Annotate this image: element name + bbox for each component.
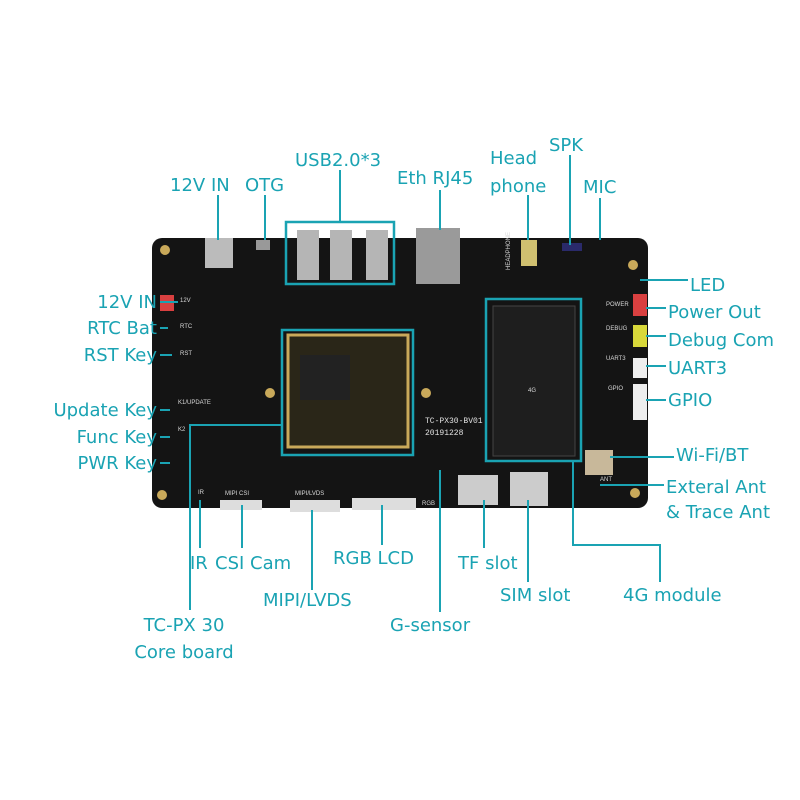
label-pwr-key: PWR Key — [77, 453, 157, 474]
label-rtc-bat: RTC Bat — [87, 318, 157, 339]
silk-ir: IR — [198, 490, 205, 496]
usb-ports — [297, 230, 388, 280]
label-12v-in-top: 12V IN — [170, 175, 230, 196]
label-core2: Core board — [134, 642, 233, 663]
silk-date: 20191228 — [425, 429, 464, 438]
silk-mipi-csi: MIPI CSI — [225, 491, 249, 497]
label-sim-slot: SIM slot — [500, 585, 570, 606]
label-usb: USB2.0*3 — [295, 150, 381, 171]
leader-lines — [160, 155, 688, 612]
rj45-jack — [416, 228, 460, 284]
label-spk: SPK — [549, 135, 584, 156]
label-gsensor: G-sensor — [390, 615, 471, 636]
silk-model: TC-PX30-BV01 — [425, 417, 483, 426]
soc-chip — [300, 355, 350, 400]
lvds-connector — [290, 500, 340, 512]
label-rst-key: RST Key — [84, 345, 158, 366]
silk-uart3: UART3 — [606, 356, 626, 362]
dc-jack — [205, 238, 233, 268]
label-wifi-bt: Wi-Fi/BT — [676, 445, 749, 466]
silk-gpio: GPIO — [608, 386, 623, 392]
silk-k2: K2 — [178, 427, 186, 433]
callout-labels: 12V IN OTG USB2.0*3 Eth RJ45 Head phone … — [53, 135, 774, 663]
label-led: LED — [690, 275, 725, 296]
label-uart3: UART3 — [668, 358, 727, 379]
silk-rst: RST — [180, 351, 192, 357]
label-4g-module: 4G module — [623, 585, 722, 606]
wifi-module — [585, 450, 613, 475]
silk-rgb: RGB — [422, 501, 435, 507]
spk-connector — [562, 243, 582, 251]
otg-port — [256, 240, 270, 250]
tf-slot-part — [458, 475, 498, 505]
label-gpio: GPIO — [668, 390, 712, 411]
power-out-connector — [633, 294, 647, 316]
uart3-connector — [633, 358, 647, 378]
label-ant1: Exteral Ant — [666, 477, 766, 498]
silk-12v: 12V — [180, 298, 191, 304]
label-head: Head — [490, 148, 537, 169]
label-debug-com: Debug Com — [668, 330, 774, 351]
label-mipi-lvds: MIPI/LVDS — [263, 590, 352, 611]
label-rgb-lcd: RGB LCD — [333, 548, 414, 569]
label-phone: phone — [490, 176, 546, 197]
mounting-holes — [157, 245, 640, 500]
silk-mipi-lvds: MIPI/LVDS — [295, 491, 324, 497]
label-12v-in-left: 12V IN — [97, 292, 157, 313]
headphone-jack — [521, 240, 537, 266]
label-power-out: Power Out — [668, 302, 761, 323]
core-highlight — [280, 328, 415, 457]
gpio-connector — [633, 384, 647, 420]
label-otg: OTG — [245, 175, 284, 196]
label-update-key: Update Key — [53, 400, 157, 421]
silk-headphone: HEADPHONE — [506, 232, 512, 270]
label-eth: Eth RJ45 — [397, 168, 473, 189]
label-tf-slot: TF slot — [457, 553, 518, 574]
label-ir: IR — [190, 553, 208, 574]
silk-debug: DEBUG — [606, 326, 628, 332]
4g-highlight — [484, 297, 583, 463]
rgb-connector — [352, 498, 416, 510]
silk-4g: 4G — [528, 388, 536, 394]
silk-rtc: RTC — [180, 324, 193, 330]
label-func-key: Func Key — [77, 427, 158, 448]
silk-power: POWER — [606, 302, 629, 308]
4g-slot — [492, 305, 576, 457]
label-ant2: & Trace Ant — [666, 502, 770, 523]
label-csi-cam: CSI Cam — [215, 553, 291, 574]
label-core1: TC-PX 30 — [143, 615, 225, 636]
debug-connector — [633, 325, 647, 347]
silk-k1: K1/UPDATE — [178, 400, 211, 406]
silk-ant: ANT — [600, 477, 612, 483]
label-mic: MIC — [583, 177, 616, 198]
